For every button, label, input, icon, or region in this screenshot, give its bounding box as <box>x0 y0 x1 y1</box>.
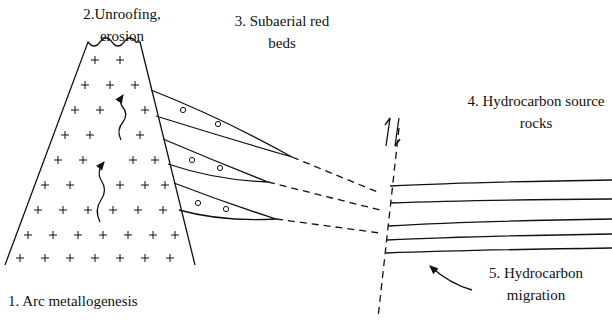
correlation-lines <box>268 157 380 233</box>
conglomerate-pebbles <box>180 107 228 211</box>
fluid-arrow <box>97 162 104 222</box>
red-bed-wedge <box>151 90 292 157</box>
callout-label: 4. Hydrocarbon source rocks <box>464 90 608 134</box>
migration-arrow <box>430 266 472 290</box>
fault-motion-arrow <box>395 118 400 146</box>
callout-label: 3. Subaerial red beds <box>230 10 334 54</box>
source-rock-strata <box>386 180 612 253</box>
callout-label: 1. Arc metallogenesis <box>8 290 208 312</box>
pluton-crosses <box>16 56 179 262</box>
fault-motion-arrow <box>385 118 390 146</box>
callout-label: 2.Unroofing, erosion <box>72 3 172 47</box>
red-bed-wedge <box>174 183 276 220</box>
fault-line <box>378 128 399 318</box>
fluid-arrow <box>119 95 126 140</box>
arc-outline <box>5 38 195 265</box>
callout-label: 5. Hydrocarbon migration <box>464 262 608 306</box>
red-bed-wedge <box>163 139 268 182</box>
